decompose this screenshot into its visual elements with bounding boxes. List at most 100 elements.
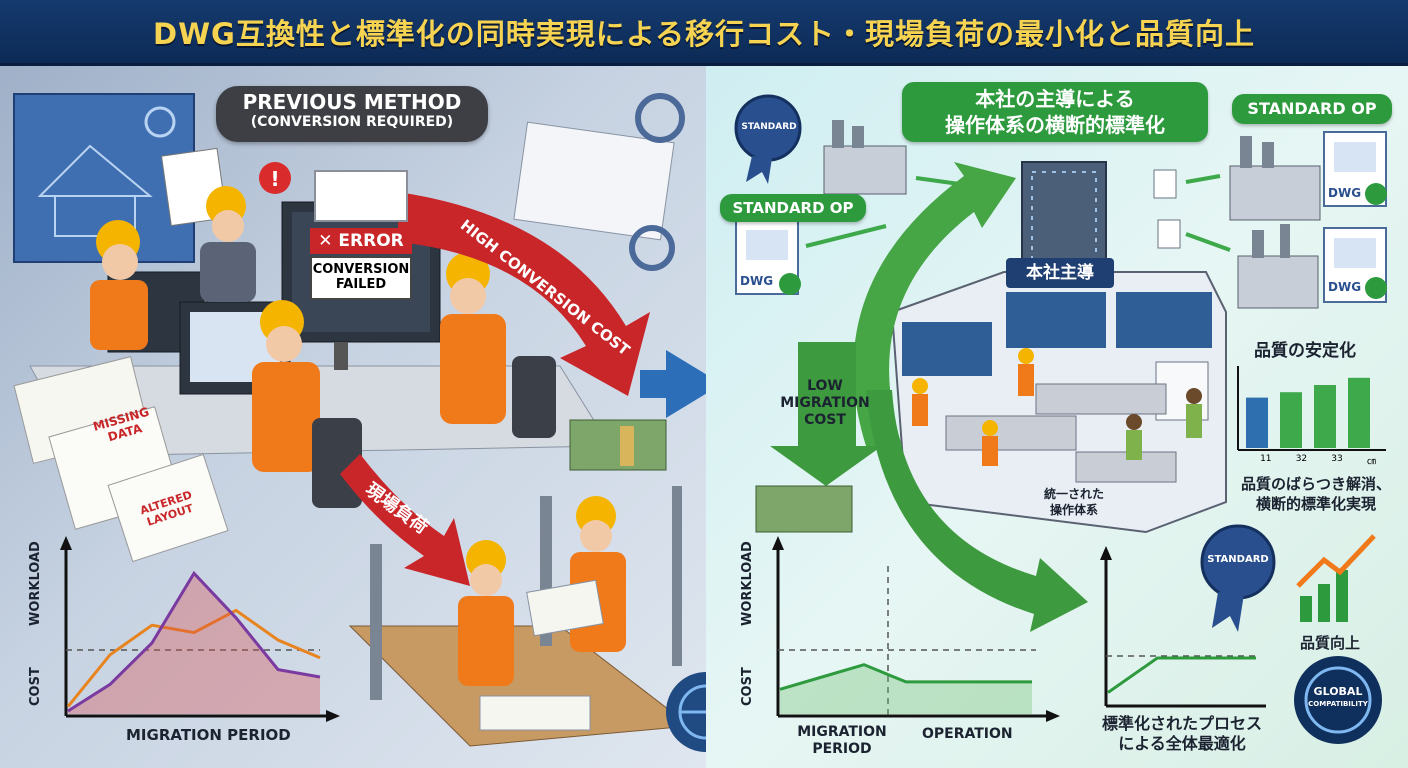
mid-chart-xlabel-migration: MIGRATION PERIOD [792,724,892,758]
chair [512,356,556,438]
gear-icon [629,225,675,271]
left-chart-ylabel-workload: WORKLOAD [28,541,43,626]
global-compatibility-label: GLOBAL COMPATIBILITY [1294,686,1382,710]
quality-up-bar [1300,596,1312,622]
process-line2: による全体最適化 [1118,734,1246,753]
factory-icon [1237,224,1319,309]
low-cost-line2: MIGRATION [780,395,870,411]
factory-icon [823,120,907,195]
left-chart-marks [66,570,321,714]
field-load-arrow [340,454,470,586]
trend-up-icon [1296,534,1376,588]
quality-bar [1314,385,1336,448]
left-illustration: ! [13,93,706,752]
left-chart-ylabel-cost: COST [28,667,43,706]
title-banner: DWG互換性と標準化の同時実現による移行コスト・現場負荷の最小化と品質向上 [0,0,1408,66]
hq-title-line1: 本社の主導による [975,87,1135,111]
worker-1 [90,220,148,350]
error-label: ERROR [338,231,404,251]
svg-text:!: ! [270,167,279,191]
connector-arrow [1185,232,1231,252]
series-area-workload [780,664,1032,714]
connector-arrow [1185,174,1221,184]
previous-method-title: PREVIOUS METHOD [242,90,462,114]
quality-bar [1280,392,1302,448]
quality-bar [1246,397,1268,448]
worker-2 [200,186,256,302]
hq-standardization-label: 本社の主導による 操作体系の横断的標準化 [902,82,1208,142]
desk [1035,383,1167,415]
drawing-sheet [513,121,675,241]
quality-up-bar [1336,570,1348,622]
desk [945,415,1077,451]
unified-operation-label: 統一された 操作体系 [1024,486,1124,518]
standardized-method-panel: 本社の主導による 操作体系の横断的標準化 STANDARD OP STANDAR… [706,66,1408,768]
screen-wall [902,322,992,376]
left-chart-xlabel: MIGRATION PERIOD [126,726,291,744]
drawing-sheet [479,695,591,731]
desk [1075,451,1177,483]
variance-line1: 品質のばらつき解消、 [1240,475,1391,493]
low-cost-arrow [770,342,882,486]
unified-line1: 統一された [1043,487,1104,501]
global-line1: GLOBAL [1313,685,1363,698]
dwg-document-icon [1323,131,1387,207]
hq-lead-label: 本社主導 [1006,258,1114,288]
series-line-cost [66,608,321,708]
error-banner: ✕ ERROR [310,228,412,254]
standard-op-badge-left: STANDARD OP [720,194,866,222]
bar-tick: 32 [1295,454,1308,464]
previous-method-subtitle: (CONVERSION REQUIRED) [250,114,454,130]
series-line-workload [779,663,1032,691]
ribbon-label: STANDARD [741,122,797,132]
quality-bar [1348,377,1370,448]
worker-6 [570,496,626,652]
bar-tick: ㎝ [1366,457,1376,467]
quality-up-label: 品質向上 [1300,634,1361,652]
bar-tick: 33 [1331,454,1343,464]
factory-icon [1229,136,1321,221]
process-chart-marks [1107,656,1256,694]
dwg-label-top: DWG [1328,186,1362,200]
staff-group [912,348,1202,466]
close-icon: ✕ [318,231,339,251]
variance-resolved-label: 品質のばらつき解消、 横断的標準化実現 [1226,474,1406,514]
document-icon [1153,169,1177,199]
gear-icon [635,93,685,143]
worker-5 [458,540,514,686]
worker-3 [252,300,320,472]
global-line2: COMPATIBILITY [1308,700,1368,708]
money-stack [569,419,667,471]
document-icon [1157,219,1181,249]
low-migration-cost-label: LOW MIGRATION COST [762,378,888,429]
altered-layout-document [107,453,229,563]
process-line1: 標準化されたプロセス [1101,714,1262,733]
screen-wall [1116,292,1212,348]
migration-chart-marks [779,663,1032,714]
standard-op-badge-right: STANDARD OP [1232,94,1392,124]
migration-line2: PERIOD [812,741,872,757]
connector-arrow [805,224,887,248]
previous-method-label: PREVIOUS METHOD (CONVERSION REQUIRED) [216,86,488,142]
money-stack [755,485,853,533]
next-arrow-body [640,370,668,398]
worker-4 [440,252,506,424]
mid-chart-ylabel-cost: COST [740,667,755,706]
high-cost-arrow [398,192,650,396]
bar-chart-ticks: 11 32 33 ㎝ [1248,454,1388,467]
steel-column [370,544,382,700]
alert-icon [259,162,291,194]
hq-title-line2: 操作体系の横断的標準化 [945,113,1165,137]
dwg-label-bottom: DWG [1328,280,1362,294]
right-illustration [734,94,1387,744]
drawing-sheet [526,579,604,637]
mid-chart-ylabel-workload: WORKLOAD [740,541,755,626]
series-area-workload [68,573,320,714]
low-cost-line3: COST [804,412,846,428]
previous-method-panel: ! [0,66,706,768]
mid-chart-xlabel-operation: OPERATION [922,726,1013,742]
migration-line1: MIGRATION [797,724,887,740]
page-title: DWG互換性と標準化の同時実現による移行コスト・現場負荷の最小化と品質向上 [153,16,1255,51]
dwg-document-icon [1323,227,1387,303]
error-document [314,170,408,222]
